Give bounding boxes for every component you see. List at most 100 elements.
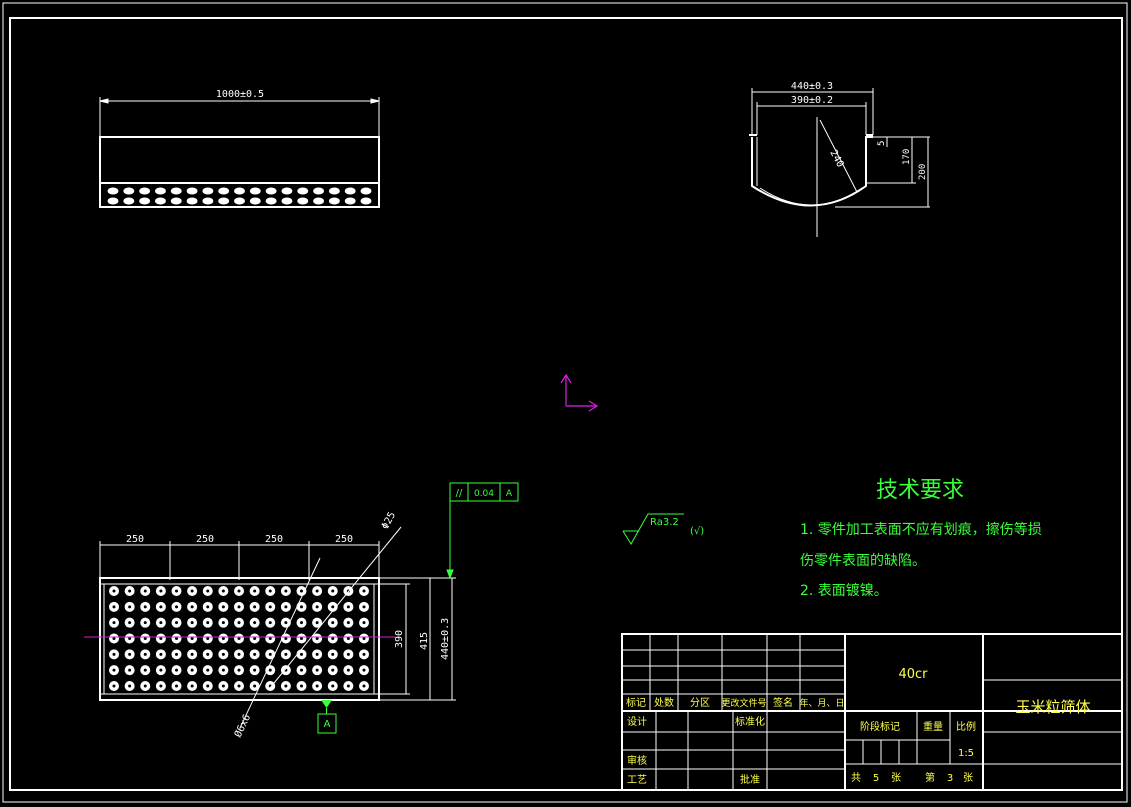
- plan-hole-center: [158, 667, 164, 673]
- plan-hole-center: [330, 667, 336, 673]
- plan-hole-center: [299, 588, 304, 594]
- plan-hole-center: [236, 604, 242, 610]
- plan-hole-center: [330, 620, 336, 626]
- plan-hole-center: [189, 620, 195, 626]
- plan-hole-center: [361, 667, 367, 673]
- tb-label-total: 共: [851, 772, 861, 784]
- plan-hole-center: [220, 651, 226, 657]
- plan-hole-center: [174, 683, 179, 689]
- front-length-dim: 1000±0.5: [216, 89, 264, 100]
- plan-pitch-dim-3: 250: [265, 534, 283, 545]
- tolerance-frame: [446, 482, 519, 580]
- plan-hole-center: [314, 588, 320, 594]
- plan-hole-center: [330, 588, 336, 594]
- front-hole: [170, 197, 182, 205]
- plan-hole-center: [127, 683, 133, 689]
- front-dim-arrow-right: [370, 98, 380, 104]
- side-profile-inner-arc: [759, 187, 863, 206]
- plan-hole-center: [236, 667, 242, 673]
- surface-roughness: Ra3.2: [650, 517, 679, 528]
- tech-req-title: 技术要求: [876, 478, 964, 503]
- plan-hole-center: [267, 620, 273, 626]
- plan-hole-center: [314, 620, 320, 626]
- tb-label-mark: 标记: [626, 697, 646, 709]
- tb-label-sheets-2: 张: [963, 772, 973, 784]
- plan-hole-center: [205, 604, 211, 610]
- plan-hole-center: [205, 651, 211, 657]
- plan-hole-center: [174, 604, 179, 610]
- plan-hole-center: [205, 588, 211, 594]
- plan-hole-center: [361, 604, 367, 610]
- tb-label-date: 年、月、日: [799, 697, 844, 709]
- front-hole: [202, 187, 214, 195]
- side-inner-width-dim: 390±0.2: [791, 95, 833, 106]
- plan-hole-center: [361, 683, 367, 689]
- ucs-y-arrow: [560, 373, 572, 384]
- plan-hole-center: [267, 588, 273, 594]
- plan-hole-center: [158, 604, 164, 610]
- tb-label-design: 设计: [627, 715, 647, 728]
- front-hole: [344, 197, 356, 205]
- plan-hole-center: [236, 588, 242, 594]
- front-hole: [360, 187, 372, 195]
- front-hole: [360, 197, 372, 205]
- front-hole: [265, 197, 277, 205]
- plan-hole-center: [158, 588, 164, 594]
- front-hole: [186, 187, 198, 195]
- plan-pitch-dim-4: 250: [335, 534, 353, 545]
- plan-hole-center: [174, 651, 179, 657]
- front-hole: [297, 187, 309, 195]
- surface-finish-check: [622, 513, 684, 545]
- tolerance-datum: A: [506, 489, 513, 499]
- plan-outer-height-dim: 440±0.3: [440, 618, 451, 660]
- front-body: [99, 136, 380, 208]
- plan-hole-center: [236, 683, 242, 689]
- tb-label-review: 审核: [627, 754, 647, 767]
- plan-hole-center: [361, 588, 367, 594]
- plan-hole-center: [267, 651, 273, 657]
- inner-frame: [9, 17, 1123, 791]
- tb-label-standardize: 标准化: [735, 715, 765, 728]
- tb-label-sign: 签名: [773, 696, 793, 709]
- plan-hole-center: [314, 604, 320, 610]
- side-profile-outer: [751, 136, 873, 207]
- plan-hole-center: [345, 667, 351, 673]
- tb-label-scale: 比例: [956, 720, 976, 733]
- plan-hole-center: [174, 620, 179, 626]
- plan-hole-center: [283, 620, 289, 626]
- tb-label-zone: 分区: [690, 697, 710, 709]
- datum-label: A: [324, 719, 331, 730]
- plan-hole-center: [111, 683, 117, 689]
- plan-hole-center: [283, 683, 289, 689]
- plan-hole-center: [345, 620, 351, 626]
- front-hole: [281, 187, 293, 195]
- tb-label-process: 工艺: [627, 774, 647, 786]
- tb-scale-value: 1:5: [958, 748, 974, 759]
- plan-hole-center: [220, 667, 226, 673]
- front-view: [99, 97, 380, 208]
- side-lip-dim: 5: [877, 141, 887, 146]
- plan-mid-height-dim: 415: [419, 632, 430, 650]
- front-hole: [139, 197, 151, 205]
- side-view: [749, 88, 930, 237]
- tolerance-leader-arrow: [446, 569, 454, 580]
- tb-label-count: 处数: [654, 696, 674, 709]
- plan-hole-center: [252, 620, 258, 626]
- plan-hole-center: [189, 667, 195, 673]
- front-hole: [218, 187, 230, 195]
- front-hole: [123, 197, 135, 205]
- side-depth-inner-dim: 170: [902, 149, 912, 165]
- front-hole: [107, 187, 119, 195]
- plan-hole-center: [361, 620, 367, 626]
- plan-hole-center: [174, 667, 179, 673]
- plan-inner-height-dim: 390: [394, 630, 405, 648]
- tolerance-value: 0.04: [474, 489, 494, 499]
- front-hole: [154, 187, 166, 195]
- plan-hole-center: [299, 683, 304, 689]
- front-hole: [281, 197, 293, 205]
- plan-hole-center: [345, 651, 351, 657]
- front-hole: [154, 197, 166, 205]
- plan-hole-center: [220, 683, 226, 689]
- tb-sheet-no: 3: [947, 773, 953, 784]
